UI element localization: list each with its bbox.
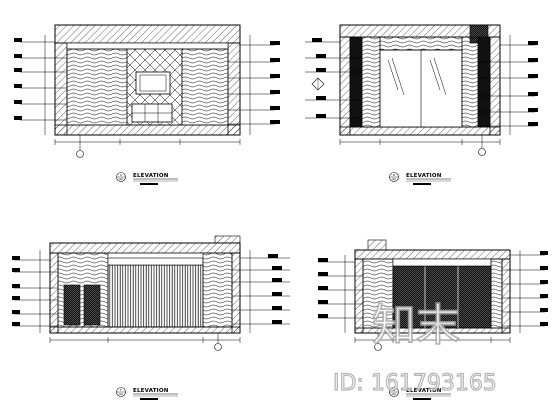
dark-door-left: [63, 284, 81, 326]
header-panel: [379, 36, 463, 51]
ceiling-band: [49, 242, 241, 254]
wood-panel-left: [361, 36, 381, 128]
callout-letter: G: [393, 388, 396, 392]
right-leader-lines: [502, 250, 545, 333]
elevation-panel-2: D 02 ELEVATION: [305, 24, 538, 185]
callout-letter: F: [120, 388, 122, 392]
watermark-logo: 知末: [372, 300, 460, 351]
left-labels: [14, 38, 22, 120]
elevation-title: ELEVATION: [133, 388, 169, 394]
watermark: 知末 ID: 161793165: [332, 299, 497, 396]
right-leader-lines: [478, 35, 535, 135]
elevation-panel-4: G 02 ELEVATION: [318, 239, 548, 400]
callout-sheet: 02: [119, 177, 123, 181]
elevation-caption: C 02 ELEVATION: [116, 172, 178, 185]
ceiling-band: [354, 249, 511, 260]
elevation-caption: G 02 ELEVATION: [389, 387, 451, 400]
grid-marker-circle: [478, 135, 486, 156]
wall-left-section: [339, 36, 351, 136]
grid-marker-circle: [214, 333, 222, 351]
callout-sheet: 02: [392, 177, 396, 181]
left-leader-lines: [14, 250, 58, 333]
elevation-panel-1: C 02 ELEVATION: [14, 24, 280, 185]
dark-column-right: [477, 36, 491, 128]
right-leader-lines: [228, 35, 275, 135]
callout-sheet: 02: [119, 392, 123, 396]
callout-letter: C: [120, 173, 122, 177]
dark-wardrobe: [392, 265, 492, 329]
left-leader-lines: [20, 35, 67, 135]
floor-band: [339, 126, 501, 136]
wardrobe-top-rail: [107, 257, 204, 266]
elevation-title: ELEVATION: [406, 388, 442, 394]
ceiling-bump: [214, 235, 241, 244]
tv-frame-inner: [139, 74, 167, 92]
left-labels: [318, 258, 328, 318]
tv-screen: [135, 71, 171, 95]
elevation-title: ELEVATION: [133, 173, 169, 179]
right-labels: [528, 41, 538, 126]
floor-band: [49, 326, 241, 334]
grid-marker-circle: [374, 333, 382, 351]
wall-left-section: [54, 42, 68, 136]
wall-right-section: [489, 36, 501, 136]
grid-marker-circle: [76, 135, 84, 158]
dark-column-left: [349, 36, 363, 128]
striped-wardrobe: [107, 264, 204, 328]
wall-right-section: [231, 252, 241, 334]
wall-left-section: [354, 258, 364, 334]
floor-band: [54, 124, 241, 136]
wood-panel-left: [66, 48, 128, 126]
dark-door-right: [83, 284, 101, 326]
bottom-dimension-line: [354, 337, 511, 343]
right-labels: [268, 254, 282, 324]
ceiling-bump: [367, 239, 387, 251]
bottom-dimension-line: [339, 139, 501, 145]
elevation-caption: D 02 ELEVATION: [389, 172, 451, 185]
left-labels: [312, 38, 326, 118]
left-leader-lines: [305, 41, 362, 119]
bottom-dimension-line: [54, 139, 241, 145]
ceiling-band: [54, 24, 241, 44]
wardrobe-top-rail: [392, 258, 492, 267]
wood-panel-left: [362, 258, 394, 329]
right-labels: [540, 251, 548, 326]
callout-sheet: 02: [392, 392, 396, 396]
wood-panel-right: [490, 258, 503, 329]
elevation-panel-3: F 02 ELEVATION: [12, 235, 290, 400]
wood-panel-right: [461, 36, 479, 128]
wall-right-section: [227, 42, 241, 136]
wood-panel-right: [181, 48, 229, 126]
right-labels: [270, 41, 280, 124]
elevation-title: ELEVATION: [406, 173, 442, 179]
wood-panel-right: [202, 252, 233, 328]
cornice-strip: [66, 42, 229, 50]
elevation-caption: F 02 ELEVATION: [116, 387, 178, 400]
section-marker: [311, 77, 325, 91]
callout-letter: D: [393, 173, 396, 177]
wall-left-section: [49, 252, 59, 334]
left-labels: [12, 256, 20, 326]
bottom-dimension-line: [49, 337, 241, 343]
watermark-id: ID: 161793165: [333, 371, 497, 396]
